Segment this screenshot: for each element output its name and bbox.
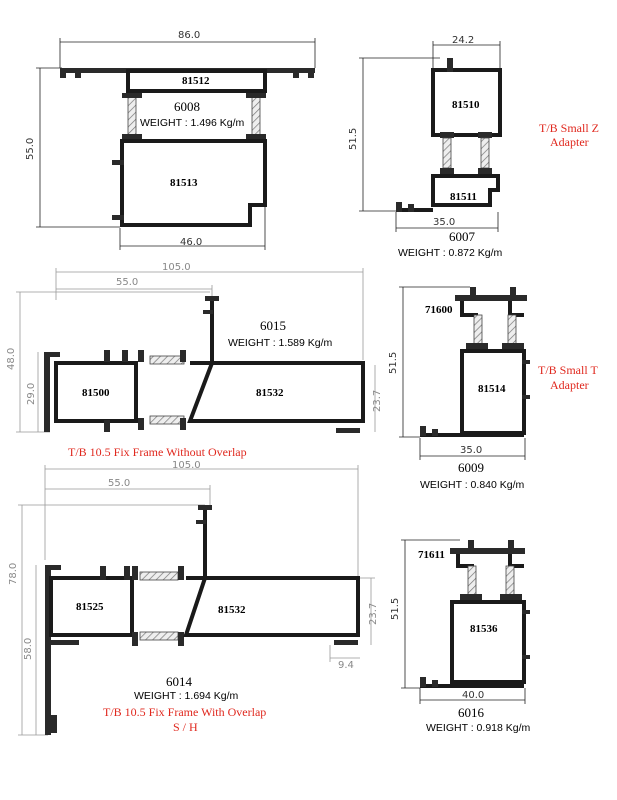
caption-6009-line1: T/B Small T bbox=[538, 363, 598, 377]
dim-6007-width-bottom: 35.0 bbox=[433, 217, 455, 228]
profile-6016: 51.5 40.0 71611 81536 6016 WEIGHT : 0.91… bbox=[390, 539, 531, 734]
weight-6014: WEIGHT : 1.694 Kg/m bbox=[134, 690, 239, 702]
code-71600: 71600 bbox=[425, 304, 453, 316]
code-81513: 81513 bbox=[170, 177, 198, 189]
model-6009: 6009 bbox=[458, 460, 484, 475]
profile-6008: 86.0 55.0 46.0 81512 6008 WEIGHT : 1.496… bbox=[25, 30, 316, 250]
dim-6014-lip: 9.4 bbox=[338, 660, 354, 671]
weight-6009: WEIGHT : 0.840 Kg/m bbox=[420, 479, 525, 491]
dim-6015-inner: 29.0 bbox=[26, 383, 37, 405]
dim-6008-height: 55.0 bbox=[25, 138, 36, 160]
code-81525: 81525 bbox=[76, 601, 104, 613]
profile-6015: 105.0 55.0 48.0 29.0 23.7 81500 81532 60… bbox=[6, 262, 383, 459]
caption-6007-line2: Adapter bbox=[550, 135, 589, 149]
caption-6014-line2: S / H bbox=[173, 720, 198, 734]
dim-6016-height: 51.5 bbox=[390, 598, 401, 620]
dim-6014-right: 23.7 bbox=[368, 603, 379, 625]
code-81514: 81514 bbox=[478, 383, 506, 395]
profile-6007: 24.2 51.5 35.0 81510 81511 6007 WEIGHT :… bbox=[348, 35, 599, 259]
dim-6015-right: 23.7 bbox=[372, 390, 383, 412]
model-6007: 6007 bbox=[449, 229, 476, 244]
code-81512: 81512 bbox=[182, 75, 210, 87]
dim-6007-height: 51.5 bbox=[348, 128, 359, 150]
dim-6015-total: 105.0 bbox=[162, 262, 191, 273]
dim-6014-height: 78.0 bbox=[8, 563, 19, 585]
weight-6007: WEIGHT : 0.872 Kg/m bbox=[398, 247, 503, 259]
model-6015: 6015 bbox=[260, 318, 286, 333]
dim-6015-width: 55.0 bbox=[116, 277, 138, 288]
code-81536: 81536 bbox=[470, 623, 498, 635]
weight-6008: WEIGHT : 1.496 Kg/m bbox=[140, 117, 245, 129]
model-6008: 6008 bbox=[174, 99, 200, 114]
dim-6014-width: 55.0 bbox=[108, 478, 130, 489]
dim-6015-height: 48.0 bbox=[6, 348, 17, 370]
dim-6014-inner: 58.0 bbox=[23, 638, 34, 660]
caption-6014-line1: T/B 10.5 Fix Frame With Overlap bbox=[103, 705, 266, 719]
weight-6016: WEIGHT : 0.918 Kg/m bbox=[426, 722, 531, 734]
dim-6008-width-bottom: 46.0 bbox=[180, 237, 202, 248]
dim-6009-width-bottom: 35.0 bbox=[460, 445, 482, 456]
profile-6009: 51.5 35.0 71600 81514 6009 WEIGHT : 0.84… bbox=[388, 286, 598, 491]
code-81532-b: 81532 bbox=[218, 604, 246, 616]
code-81532-a: 81532 bbox=[256, 387, 284, 399]
code-81511: 81511 bbox=[450, 191, 477, 203]
dim-6016-width-bottom: 40.0 bbox=[462, 690, 484, 701]
caption-6015: T/B 10.5 Fix Frame Without Overlap bbox=[68, 445, 247, 459]
dim-6014-total: 105.0 bbox=[172, 460, 201, 471]
model-6016: 6016 bbox=[458, 705, 485, 720]
code-71611: 71611 bbox=[418, 549, 445, 561]
caption-6009-line2: Adapter bbox=[550, 378, 589, 392]
weight-6015: WEIGHT : 1.589 Kg/m bbox=[228, 337, 333, 349]
code-81500: 81500 bbox=[82, 387, 110, 399]
dim-6009-height: 51.5 bbox=[388, 352, 399, 374]
caption-6007-line1: T/B Small Z bbox=[539, 121, 599, 135]
model-6014: 6014 bbox=[166, 674, 193, 689]
code-81510: 81510 bbox=[452, 99, 480, 111]
dim-6008-width-top: 86.0 bbox=[178, 30, 200, 41]
dim-6007-width-top: 24.2 bbox=[452, 35, 474, 46]
profile-6014: 105.0 55.0 78.0 58.0 23.7 9.4 81525 bbox=[8, 460, 379, 736]
